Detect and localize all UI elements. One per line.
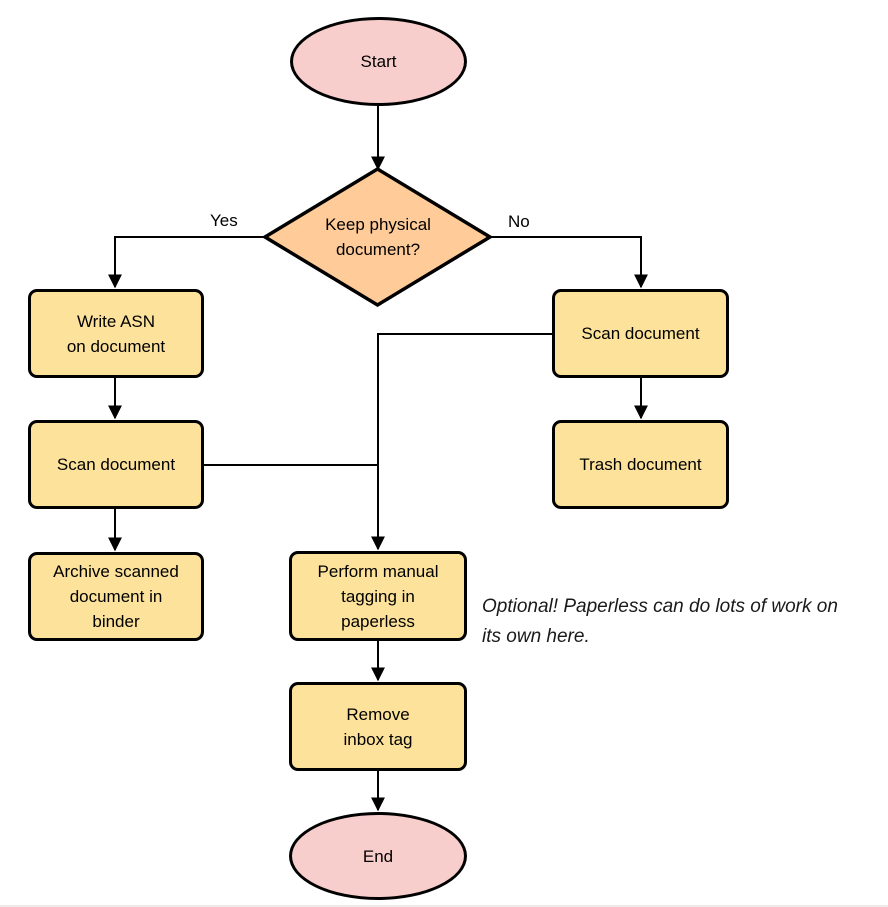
node-manual-tagging: Perform manual tagging in paperless [289, 551, 467, 641]
node-start-label: Start [360, 52, 397, 71]
node-start: Start [290, 17, 467, 106]
node-write-asn: Write ASN on document [28, 289, 204, 378]
decision-diamond-shape [261, 166, 494, 308]
node-end: End [289, 812, 467, 900]
node-end-label: End [362, 846, 394, 866]
node-archive-binder-label: Archive scanned document in binder [53, 562, 179, 631]
edge-label-yes: Yes [210, 211, 238, 230]
node-manual-tagging-label: Perform manual tagging in paperless [317, 561, 439, 631]
edge-decision-no-to-scan-right [490, 236, 648, 289]
node-scan-document-right: Scan document [552, 289, 729, 378]
node-decision-label: Keep physical document? [325, 215, 431, 259]
node-archive-binder: Archive scanned document in binder [28, 552, 204, 641]
node-scan-document-left: Scan document [28, 420, 204, 509]
edge-label-no: No [508, 212, 530, 231]
node-scan-document-left-label: Scan document [56, 455, 176, 474]
node-decision-keep-physical: Keep physical document? [283, 210, 473, 264]
edge-scan-right-to-tagging [371, 333, 552, 551]
node-scan-document-right-label: Scan document [581, 324, 700, 343]
node-write-asn-label: Write ASN on document [66, 311, 166, 356]
annotation-optional-note: Optional! Paperless can do lots of work … [482, 596, 838, 647]
node-trash-document: Trash document [552, 420, 729, 509]
edge-decision-yes-to-write-asn [108, 236, 265, 289]
node-remove-inbox-tag-label: Remove inbox tag [343, 704, 413, 749]
node-trash-document-label: Trash document [579, 455, 702, 474]
node-remove-inbox-tag: Remove inbox tag [289, 682, 467, 771]
